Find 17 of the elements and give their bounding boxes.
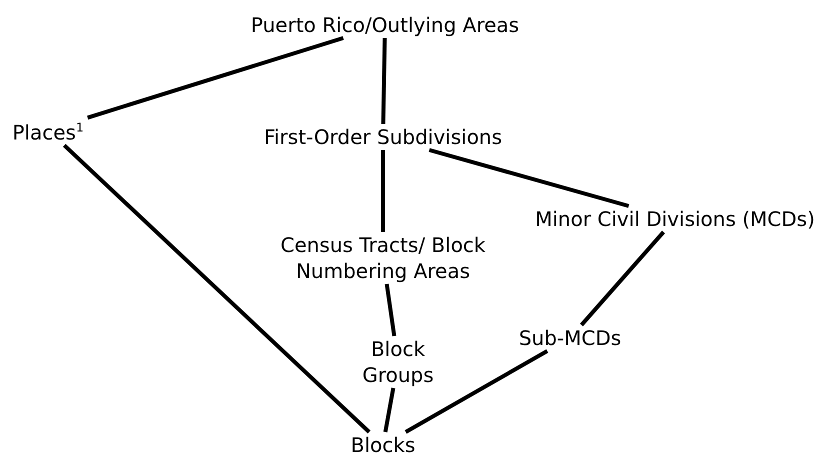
node-label: Places$^{1}$ [0,112,97,148]
node-label: Block Groups [349,334,447,390]
connector-line [404,349,548,434]
connector-line [383,388,396,432]
connector-line [580,230,666,326]
connector-line [384,284,396,336]
connector-line [428,148,630,208]
node-label: First-Order Subdivisions [209,122,557,152]
node-label: Sub-MCDs [501,323,639,353]
node-label: Blocks [334,430,432,460]
connector-line [381,150,385,232]
node-label: Minor Civil Divisions (MCDs) [526,204,819,234]
connector-line [87,36,344,120]
connector-line [381,38,387,124]
connector-line [62,144,371,434]
node-label: Puerto Rico/Outlying Areas [201,10,569,40]
node-label: Census Tracts/ Block Numbering Areas [249,230,517,286]
